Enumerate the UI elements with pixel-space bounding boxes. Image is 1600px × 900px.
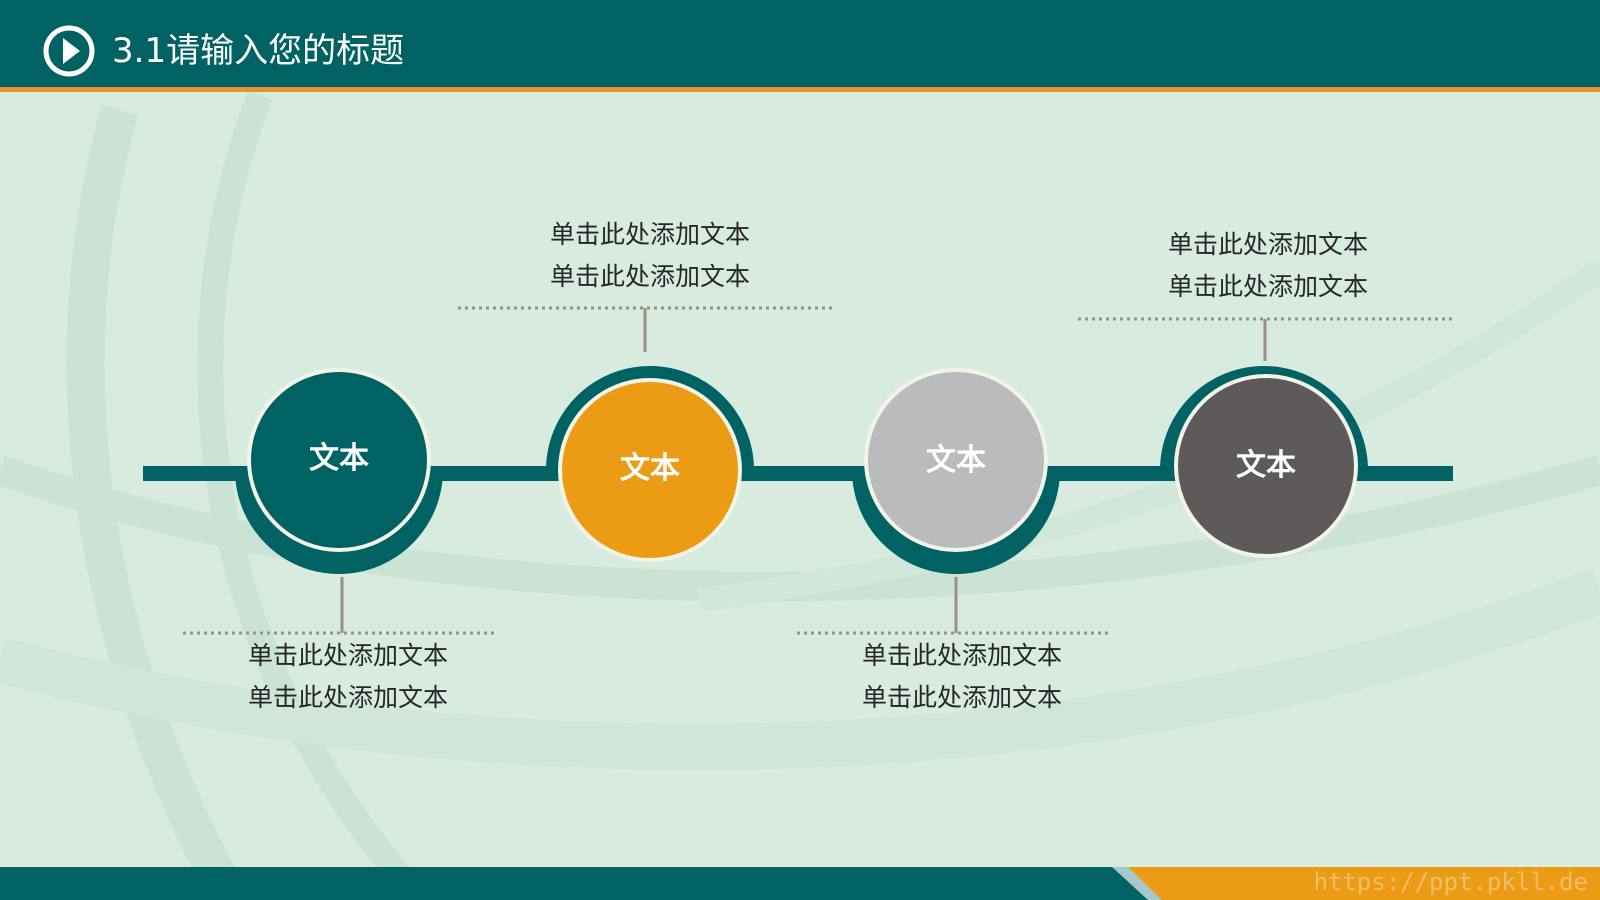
timeline-axis [143,466,1453,481]
node-2-label: 文本 [620,451,680,486]
node-2-description[interactable]: 单击此处添加文本 单击此处添加文本 [500,214,800,298]
description-line: 单击此处添加文本 [861,641,1062,670]
footer-bar [0,867,1600,900]
header-divider [0,87,1600,92]
header-bar [0,0,1600,87]
node-1-description[interactable]: 单击此处添加文本 单击此处添加文本 [198,635,498,719]
description-line: 单击此处添加文本 [247,641,448,670]
node-4-label: 文本 [1236,448,1296,483]
node-3-label: 文本 [926,443,986,478]
page-title: 3.1请输入您的标题 [112,31,405,71]
node-4-description[interactable]: 单击此处添加文本 单击此处添加文本 [1118,224,1418,308]
play-circle-icon [43,25,95,77]
node-3-description[interactable]: 单击此处添加文本 单击此处添加文本 [812,635,1112,719]
node-2-circle [558,378,742,562]
node-1-label: 文本 [309,441,369,476]
description-line: 单击此处添加文本 [1167,230,1368,259]
node-4-circle [1174,374,1358,558]
node-1-circle [247,368,431,552]
node-3-circle [864,368,1048,552]
description-line: 单击此处添加文本 [549,262,750,291]
description-line: 单击此处添加文本 [1167,272,1368,301]
description-line: 单击此处添加文本 [861,683,1062,712]
description-line: 单击此处添加文本 [247,683,448,712]
watermark: https://ppt.pkll.de [1313,868,1588,896]
description-line: 单击此处添加文本 [549,220,750,249]
